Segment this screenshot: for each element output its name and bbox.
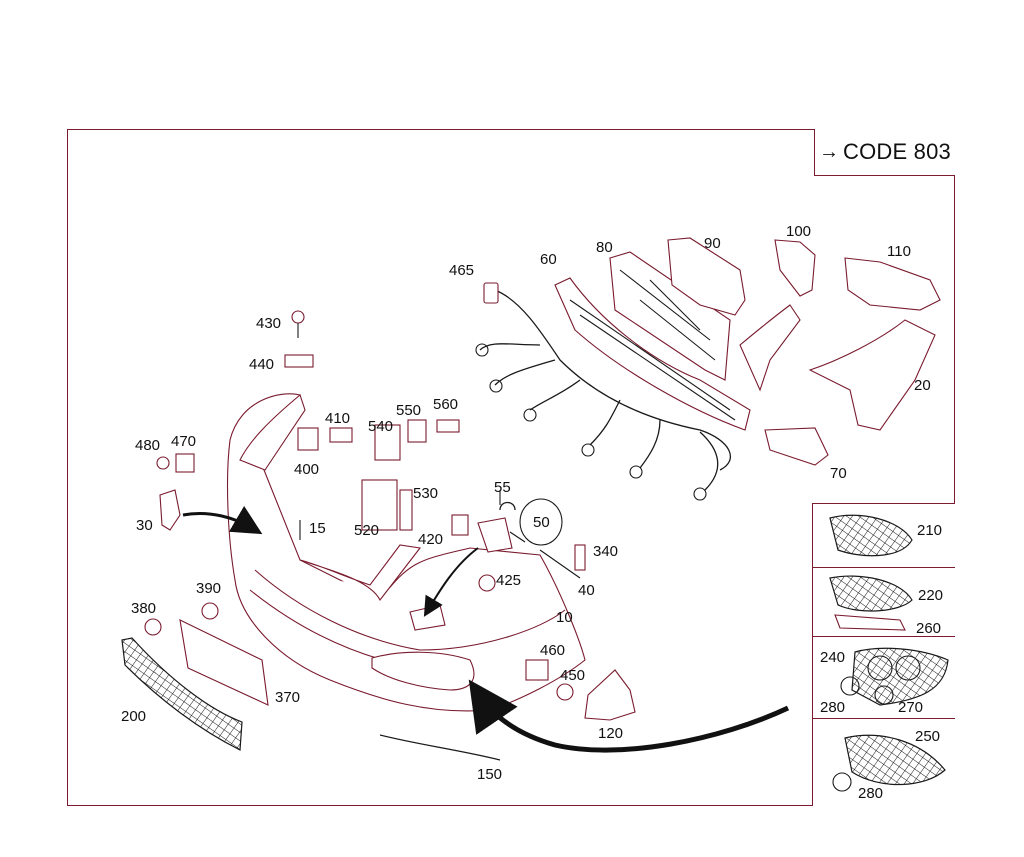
- side-parts: [829, 514, 949, 792]
- absorber-80: [609, 251, 731, 381]
- label-550: 550: [396, 402, 421, 419]
- label-340: 340: [593, 543, 618, 560]
- trim-strip-150: [379, 734, 501, 761]
- label-450: 450: [560, 667, 585, 684]
- lower-grille-200: [121, 637, 243, 751]
- part-labels: 10 15 20 30 40 50 55 60 70 80 90 100 110…: [121, 223, 943, 802]
- label-425: 425: [496, 572, 521, 589]
- label-370: 370: [275, 689, 300, 706]
- bumper-cover-10: [226, 393, 586, 712]
- label-20: 20: [914, 377, 931, 394]
- label-120: 120: [598, 725, 623, 742]
- label-110: 110: [887, 243, 911, 260]
- label-380: 380: [131, 600, 156, 617]
- label-60: 60: [540, 251, 557, 268]
- label-530: 530: [413, 485, 438, 502]
- label-260: 260: [916, 620, 941, 637]
- part-90: [667, 237, 746, 316]
- label-210: 210: [917, 522, 942, 539]
- label-240: 240: [820, 649, 845, 666]
- code-label: CODE 803: [843, 139, 951, 164]
- leader-lines: [499, 490, 526, 543]
- label-280b: 280: [858, 785, 883, 802]
- label-80: 80: [596, 239, 613, 256]
- diagram-frame: [67, 129, 955, 806]
- label-410: 410: [325, 410, 350, 427]
- label-250: 250: [915, 728, 940, 745]
- part-100: [774, 239, 816, 297]
- label-390: 390: [196, 580, 221, 597]
- label-15: 15: [309, 520, 326, 537]
- plate-holder-370: [179, 619, 269, 706]
- label-200: 200: [121, 708, 146, 725]
- bracket-20: [739, 304, 936, 431]
- bracket-60: [554, 277, 751, 431]
- label-540: 540: [368, 418, 393, 435]
- label-55: 55: [494, 479, 511, 496]
- label-480: 480: [135, 437, 160, 454]
- label-270: 270: [898, 699, 923, 716]
- label-460: 460: [540, 642, 565, 659]
- label-30: 30: [136, 517, 153, 534]
- right-arrow-icon: →: [819, 140, 839, 163]
- label-100: 100: [786, 223, 811, 240]
- code-box: → CODE 803: [814, 129, 955, 176]
- label-400: 400: [294, 461, 319, 478]
- part-70: [764, 427, 829, 466]
- label-470: 470: [171, 433, 196, 450]
- label-420: 420: [418, 531, 443, 548]
- label-440: 440: [249, 356, 274, 373]
- part-110: [844, 257, 941, 311]
- label-560: 560: [433, 396, 458, 413]
- label-150: 150: [477, 766, 502, 783]
- label-50: 50: [533, 514, 550, 531]
- label-70: 70: [830, 465, 847, 482]
- label-10: 10: [556, 609, 573, 626]
- label-280a: 280: [820, 699, 845, 716]
- label-465: 465: [449, 262, 474, 279]
- label-430: 430: [256, 315, 281, 332]
- wiring-harness: [475, 282, 732, 501]
- label-40: 40: [578, 582, 595, 599]
- label-90: 90: [704, 235, 721, 252]
- label-520: 520: [354, 522, 379, 539]
- arrows: [182, 505, 790, 753]
- label-220: 220: [918, 587, 943, 604]
